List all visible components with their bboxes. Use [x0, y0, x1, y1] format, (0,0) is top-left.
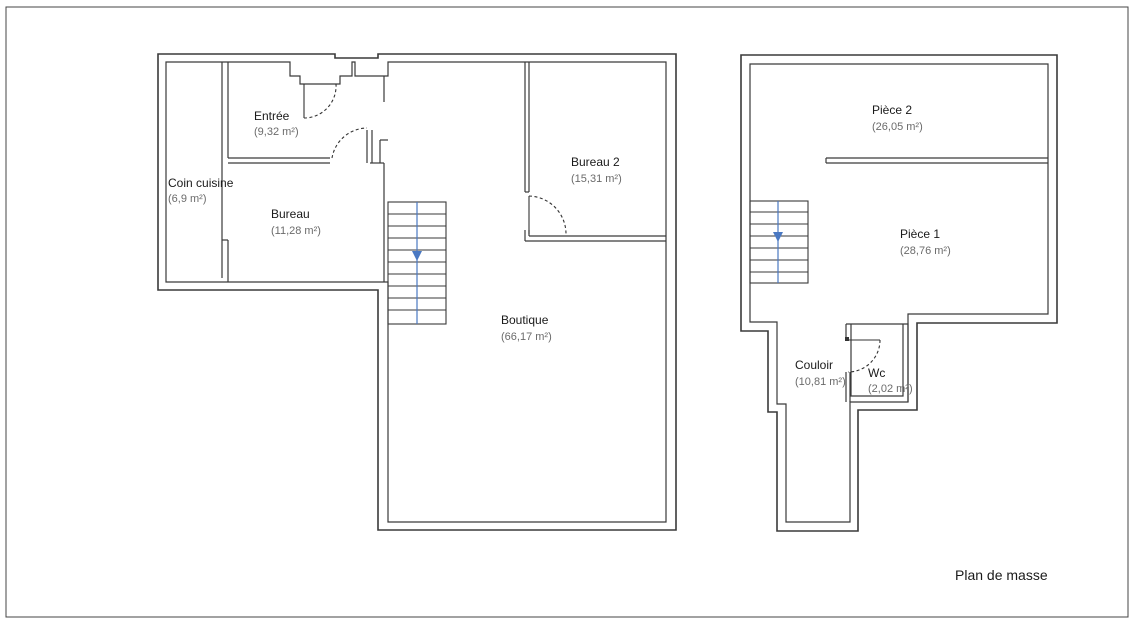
- room-area-couloir: (10,81 m²): [795, 376, 846, 388]
- stair-direction-arrow: [773, 232, 783, 242]
- room-name-bureau: Bureau: [271, 207, 310, 221]
- stair-direction-arrow: [412, 251, 422, 261]
- ground-floor-stairs: [387, 201, 447, 325]
- room-area-piece1: (28,76 m²): [900, 245, 951, 257]
- upper-floor-stairs: [749, 200, 809, 284]
- ground-floor-outer-wall: [157, 53, 677, 531]
- room-area-wc: (2,02 m²): [868, 383, 913, 395]
- plan-caption: Plan de masse: [955, 567, 1048, 583]
- upper-floor-stairs-outline: [749, 200, 809, 284]
- room-area-bureau2: (15,31 m²): [571, 173, 622, 185]
- room-name-wc: Wc: [868, 366, 885, 380]
- door-bureau: [331, 127, 368, 159]
- room-area-coin-cuisine: (6,9 m²): [168, 193, 207, 205]
- door-bureau2: [528, 195, 567, 235]
- room-name-piece2: Pièce 2: [872, 103, 912, 117]
- door-wc: [847, 339, 881, 373]
- page-frame: [5, 6, 1129, 618]
- room-name-bureau2: Bureau 2: [571, 155, 620, 169]
- room-area-entree: (9,32 m²): [254, 126, 299, 138]
- room-name-piece1: Pièce 1: [900, 227, 940, 241]
- ground-floor-plan: Entrée (9,32 m²) Coin cuisine (6,9 m²) B…: [157, 53, 677, 531]
- upper-floor-inner-wall: [749, 63, 1049, 523]
- upper-floor-outer-wall: [740, 54, 1058, 532]
- room-name-entree: Entrée: [254, 109, 290, 123]
- room-area-bureau: (11,28 m²): [271, 225, 321, 237]
- room-name-couloir: Couloir: [795, 358, 833, 372]
- room-name-boutique: Boutique: [501, 313, 549, 327]
- door-wc-hinge: [845, 337, 849, 341]
- ground-floor-inner-wall: [165, 61, 667, 523]
- room-area-piece2: (26,05 m²): [872, 121, 923, 133]
- upper-floor-plan: Pièce 2 (26,05 m²) Pièce 1 (28,76 m²) Co…: [740, 54, 1058, 532]
- door-entree: [303, 83, 337, 119]
- wall-wc: [846, 323, 909, 402]
- room-area-boutique: (66,17 m²): [501, 331, 552, 343]
- room-name-coin-cuisine: Coin cuisine: [168, 176, 234, 190]
